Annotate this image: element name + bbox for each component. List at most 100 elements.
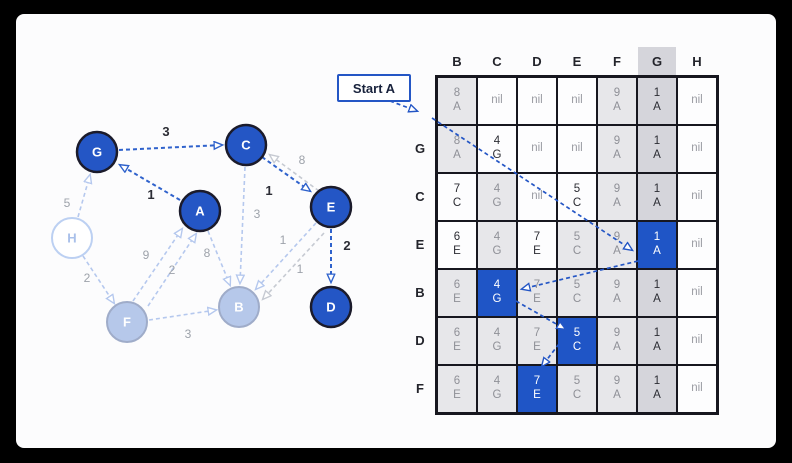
edge-weight-C-E: 1 (265, 183, 272, 198)
edge-F-A (147, 234, 196, 307)
cell-D-H: nil (678, 318, 716, 364)
svg-text:F: F (123, 315, 131, 330)
column-header-D: D (532, 53, 542, 69)
cell-start-C: nil (478, 78, 516, 124)
graph-node-D: D (309, 285, 353, 329)
edge-E-C (270, 155, 320, 192)
edge-H-G (77, 175, 90, 218)
cell-start-H: nil (678, 78, 716, 124)
edge-E-B (263, 232, 325, 299)
edge-weight-E-B: 1 (297, 262, 304, 276)
row-header-B: B (415, 285, 425, 300)
svg-text:G: G (92, 145, 102, 160)
svg-text:C: C (241, 138, 251, 153)
column-header-H: H (692, 53, 702, 69)
edge-weight-G-C: 3 (162, 124, 169, 139)
column-header-C: C (492, 53, 502, 69)
edge-weight-E-B: 1 (280, 233, 287, 247)
graph-node-B: B (218, 286, 260, 328)
row-header-C: C (415, 189, 425, 204)
row-header-G: G (414, 141, 426, 156)
start-node-label: Start A (352, 80, 396, 96)
edge-weight-E-C: 8 (299, 153, 306, 167)
edge-weight-H-F: 2 (84, 271, 91, 285)
edge-C-E (261, 156, 310, 191)
column-header-B: B (452, 53, 462, 69)
edge-weight-C-B: 3 (254, 207, 261, 221)
svg-text:B: B (234, 300, 243, 315)
edge-A-B (207, 230, 230, 285)
column-header-F: F (613, 53, 621, 69)
edge-H-F (82, 255, 114, 303)
edge-C-B (240, 166, 246, 283)
cell-C-D: nil (518, 174, 556, 220)
row-header-D: D (415, 333, 425, 348)
cell-F-H: nil (678, 366, 716, 412)
edge-weight-F-A: 9 (143, 248, 150, 262)
graph-node-A: A (178, 189, 222, 233)
graph-node-F: F (106, 301, 148, 343)
edge-F-B (148, 310, 216, 321)
edge-weight-H-G: 5 (64, 196, 71, 210)
svg-text:E: E (327, 200, 336, 215)
row-header-E: E (415, 237, 425, 252)
cell-C-H: nil (678, 174, 716, 220)
svg-text:D: D (326, 300, 335, 315)
edge-E-B (256, 222, 317, 289)
svg-text:A: A (195, 204, 205, 219)
edge-weight-A-G: 1 (147, 187, 154, 202)
table-row-labels: G C E B D F (408, 75, 432, 415)
edge-weight-A-B: 8 (204, 246, 211, 260)
svg-text:H: H (67, 231, 76, 246)
start-node-badge: Start A (337, 74, 411, 102)
cell-G-D: nil (518, 126, 556, 172)
cell-start-E: nil (558, 78, 596, 124)
cell-start-D: nil (518, 78, 556, 124)
cell-E-H: nil (678, 222, 716, 268)
edge-weight-E-D: 2 (343, 238, 350, 253)
column-header-E: E (572, 53, 582, 69)
edge-A-G (120, 165, 181, 201)
column-header-G: G (638, 47, 676, 75)
cell-G-H: nil (678, 126, 716, 172)
edge-G-C (118, 145, 222, 151)
cell-B-H: nil (678, 270, 716, 316)
cell-G-E: nil (558, 126, 596, 172)
row-header-F: F (416, 381, 424, 396)
